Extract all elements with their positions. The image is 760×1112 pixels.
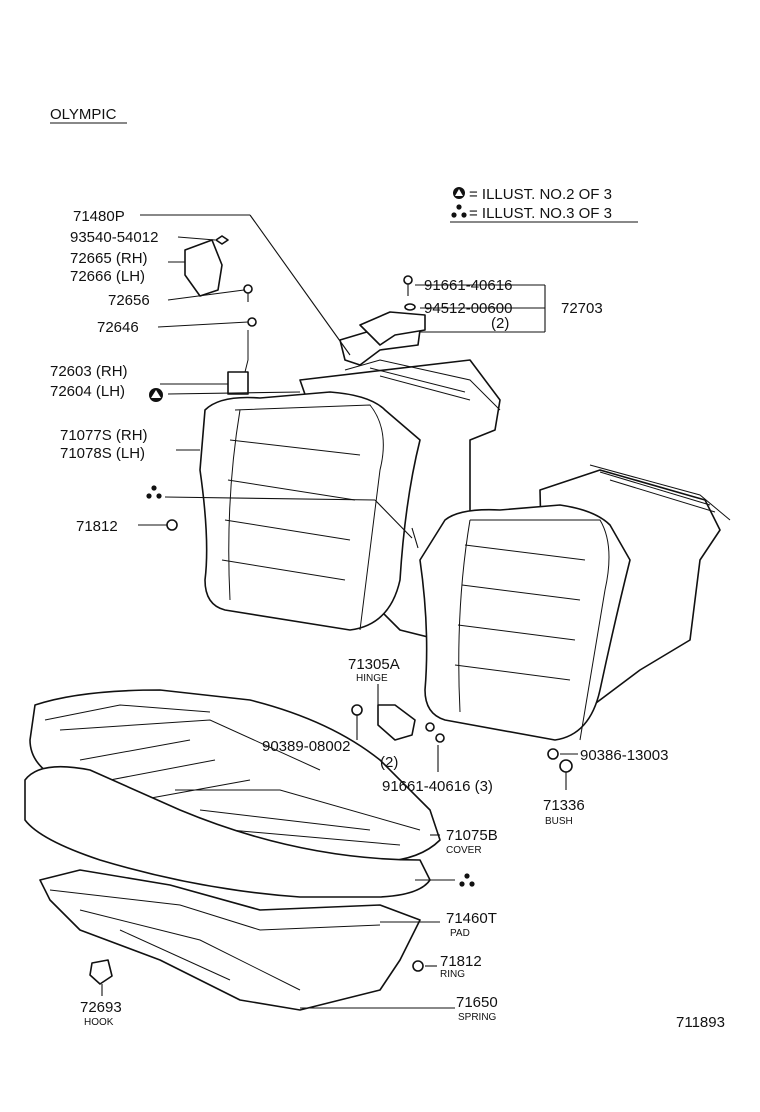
- dots-callout-icon-2: [459, 873, 475, 887]
- ring-icon: [166, 519, 178, 531]
- label-71460T: 71460T: [446, 910, 497, 927]
- label-71305A-name: HINGE: [356, 673, 388, 684]
- hinge-71305A: [351, 704, 573, 773]
- label-71812-bottom-name: RING: [440, 969, 465, 980]
- label-91661-top: 91661-40616: [424, 277, 512, 294]
- leader-lines: [101, 214, 578, 1009]
- legend: = ILLUST. NO.2 OF 3 = ILLUST. NO.3 OF 3: [450, 186, 638, 223]
- label-71075B-name: COVER: [446, 845, 482, 856]
- label-71077S: 71077S (RH): [60, 427, 148, 444]
- label-72646: 72646: [97, 319, 139, 336]
- three-dots-marker-icon: [451, 204, 467, 218]
- label-94512-qty: (2): [491, 315, 509, 332]
- label-71812-bottom: 71812: [440, 953, 482, 970]
- label-72603: 72603 (RH): [50, 363, 128, 380]
- label-72656: 72656: [108, 292, 150, 309]
- hinge-bracket-72703: [359, 275, 426, 346]
- label-71075B: 71075B: [446, 827, 498, 844]
- label-72665: 72665 (RH): [70, 250, 148, 267]
- label-72604: 72604 (LH): [50, 383, 125, 400]
- label-90386: 90386-13003: [580, 747, 668, 764]
- label-71650: 71650: [456, 994, 498, 1011]
- triangle-callout-icon: [149, 388, 163, 402]
- label-71480P: 71480P: [73, 208, 125, 225]
- diagram-title: OLYMPIC: [50, 106, 117, 123]
- headrest-bracket: [184, 235, 257, 395]
- label-90389: 90389-08002: [262, 738, 350, 755]
- seat-cushion-illustration: [24, 689, 441, 1011]
- dots-callout-icon: [146, 485, 162, 499]
- label-71305A: 71305A: [348, 656, 400, 673]
- label-71650-name: SPRING: [458, 1012, 497, 1023]
- right-seatback-illustration: [419, 464, 731, 741]
- label-71336-name: BUSH: [545, 816, 573, 827]
- label-91661-bottom: 91661-40616 (3): [382, 778, 493, 795]
- label-90389-qty: (2): [380, 754, 398, 771]
- diagram-number: 711893: [676, 1014, 725, 1031]
- label-72666: 72666 (LH): [70, 268, 145, 285]
- label-71336: 71336: [543, 797, 585, 814]
- legend-dots-label: = ILLUST. NO.3 OF 3: [469, 205, 612, 222]
- label-72693-name: HOOK: [84, 1017, 114, 1028]
- label-72693: 72693: [80, 999, 122, 1016]
- label-71460T-name: PAD: [450, 928, 470, 939]
- label-94512: 94512-00600: [424, 300, 512, 317]
- label-93540: 93540-54012: [70, 229, 158, 246]
- label-71812-top: 71812: [76, 518, 118, 535]
- label-72703: 72703: [561, 300, 603, 317]
- label-71078S: 71078S (LH): [60, 445, 145, 462]
- legend-triangle-label: = ILLUST. NO.2 OF 3: [469, 186, 612, 203]
